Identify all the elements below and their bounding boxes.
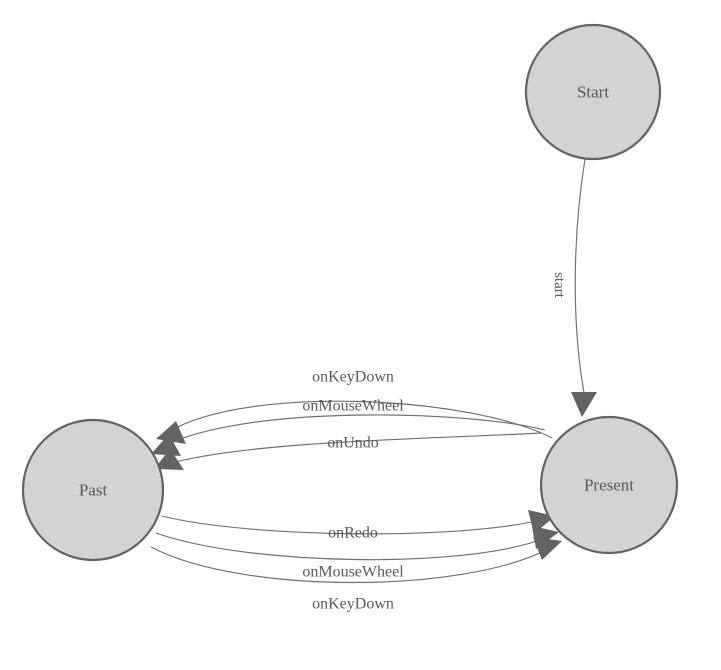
nodes-layer: Start Past Present xyxy=(21,23,679,562)
edge-path xyxy=(163,414,546,447)
node-present[interactable]: Present xyxy=(539,415,679,555)
arrowhead-icon xyxy=(571,392,597,417)
edges-layer: start onKeyDown onMouseWheel onUndo xyxy=(150,158,597,613)
edge-present-past-undo[interactable]: onUndo xyxy=(154,432,542,470)
edge-label-on-mouse-wheel-bottom: onMouseWheel xyxy=(302,564,404,581)
edge-label-on-undo: onUndo xyxy=(327,435,379,452)
arrowhead-icon xyxy=(151,434,181,456)
edge-path xyxy=(169,400,553,439)
node-past[interactable]: Past xyxy=(21,418,165,562)
edge-past-present-mousewheel[interactable]: onMouseWheel xyxy=(155,526,559,581)
edge-past-present-redo[interactable]: onRedo xyxy=(161,510,555,542)
node-present-circle[interactable] xyxy=(539,415,679,555)
edge-past-present-keydown[interactable]: onKeyDown xyxy=(150,537,562,613)
edge-label-on-mouse-wheel-top: onMouseWheel xyxy=(302,398,404,415)
edge-present-past-keydown[interactable]: onKeyDown xyxy=(156,369,553,445)
edge-path xyxy=(167,432,542,465)
edge-label-start: start xyxy=(551,272,567,299)
node-present-label: Present xyxy=(584,476,634,495)
edge-path xyxy=(155,532,546,561)
arrowhead-icon xyxy=(156,421,186,444)
edge-label-on-key-down-top: onKeyDown xyxy=(312,369,394,386)
node-past-label: Past xyxy=(79,481,108,500)
edge-present-past-mousewheel[interactable]: onMouseWheel xyxy=(151,398,546,457)
node-start-label: Start xyxy=(577,83,609,102)
edge-path xyxy=(161,515,541,535)
node-past-circle[interactable] xyxy=(21,418,165,562)
edge-path xyxy=(574,158,586,399)
node-start-circle[interactable] xyxy=(524,23,662,161)
arrowhead-icon xyxy=(533,537,562,560)
arrowhead-icon xyxy=(154,449,184,470)
edge-path xyxy=(150,546,549,584)
node-start[interactable]: Start xyxy=(524,23,662,161)
edge-label-on-redo: onRedo xyxy=(328,525,378,542)
edge-start-present[interactable]: start xyxy=(551,158,597,417)
edge-label-on-key-down-bottom: onKeyDown xyxy=(312,596,394,613)
